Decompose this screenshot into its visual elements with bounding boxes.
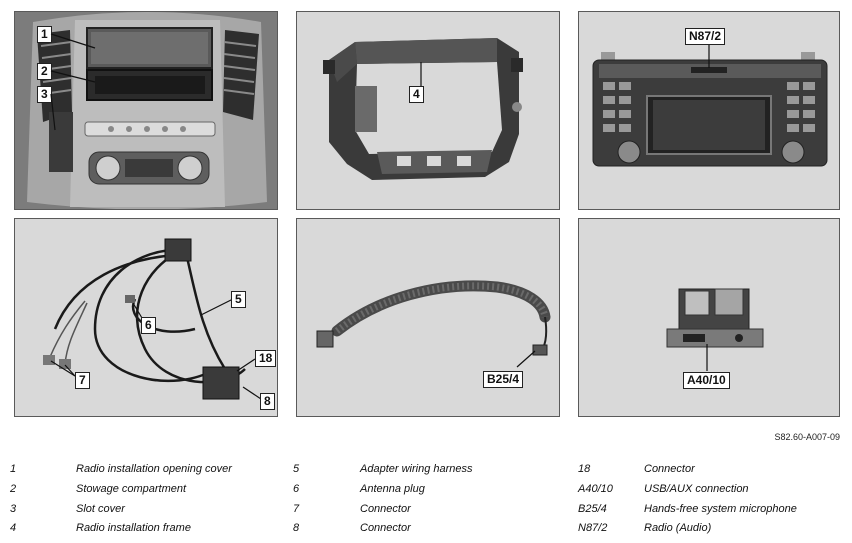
callout-label: N87/2: [685, 28, 726, 45]
leader-lines: [706, 344, 708, 371]
legend-key: 4: [10, 522, 17, 534]
legend-value: Connector: [360, 503, 411, 515]
photo-installation-frame: 4: [296, 11, 560, 210]
legend-key: 18: [578, 463, 591, 475]
frame-illustration: [297, 12, 559, 209]
legend-value: Connector: [644, 463, 695, 475]
legend-row: 3 Slot cover 7 Connector B25/4 Hands-fre…: [0, 503, 852, 517]
legend-row: 2 Stowage compartment 6 Antenna plug A40…: [0, 483, 852, 497]
legend-key: B25/4: [578, 503, 607, 515]
photo-dashboard: 1 2 3: [14, 11, 278, 210]
photo-usb-aux: A40/10: [578, 218, 840, 417]
legend-key: 7: [293, 503, 300, 515]
callout-label: B25/4: [483, 371, 524, 388]
leader-lines: [50, 298, 262, 400]
legend-key: 5: [293, 463, 300, 475]
leader-lines: [50, 33, 96, 131]
legend-value: Slot cover: [76, 503, 125, 515]
legend-value: Stowage compartment: [76, 483, 187, 495]
legend-key: 2: [10, 483, 17, 495]
callout-label: 6: [141, 317, 156, 334]
legend-value: USB/AUX connection: [644, 483, 749, 495]
radio-illustration: [579, 12, 839, 209]
leader-lines: [708, 42, 710, 68]
legend-value: Connector: [360, 522, 411, 534]
legend-value: Radio installation opening cover: [76, 463, 232, 475]
photo-microphone: B25/4: [296, 218, 560, 417]
legend-value: Radio installation frame: [76, 522, 191, 534]
legend-row: 4 Radio installation frame 8 Connector N…: [0, 522, 852, 536]
legend-value: Antenna plug: [360, 483, 425, 495]
legend-value: Hands-free system microphone: [644, 503, 797, 515]
photo-wiring-harness: 5 6 7 18 8: [14, 218, 278, 417]
legend-key: 6: [293, 483, 300, 495]
callout-label: 7: [75, 372, 90, 389]
leader-lines: [420, 62, 422, 87]
legend-key: 3: [10, 503, 17, 515]
legend-row: 1 Radio installation opening cover 5 Ada…: [0, 463, 852, 477]
leader-lines: [516, 350, 536, 368]
photo-radio-unit: N87/2: [578, 11, 840, 210]
callout-label: 4: [409, 86, 424, 103]
legend-key: 1: [10, 463, 17, 475]
callout-label: 18: [255, 350, 277, 367]
legend-key: A40/10: [578, 483, 613, 495]
callout-label: 8: [260, 393, 275, 410]
figure-code: S82.60-A007-09: [774, 432, 840, 442]
legend-key: N87/2: [578, 522, 608, 534]
legend-value: Radio (Audio): [644, 522, 712, 534]
legend-key: 8: [293, 522, 300, 534]
dashboard-illustration: [15, 12, 277, 209]
legend-value: Adapter wiring harness: [360, 463, 473, 475]
callout-label: 5: [231, 291, 246, 308]
callout-label: A40/10: [683, 372, 730, 389]
